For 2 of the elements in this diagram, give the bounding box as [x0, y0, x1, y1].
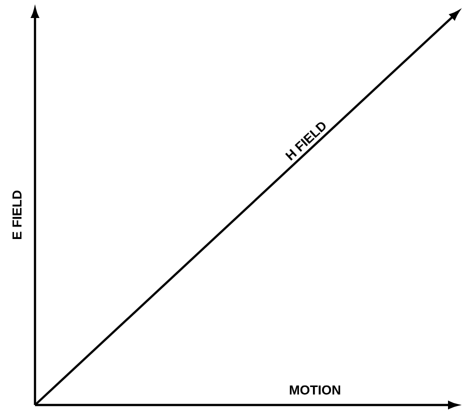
axis-label: MOTION	[290, 385, 340, 395]
axis-label: E FIELD	[12, 190, 22, 240]
